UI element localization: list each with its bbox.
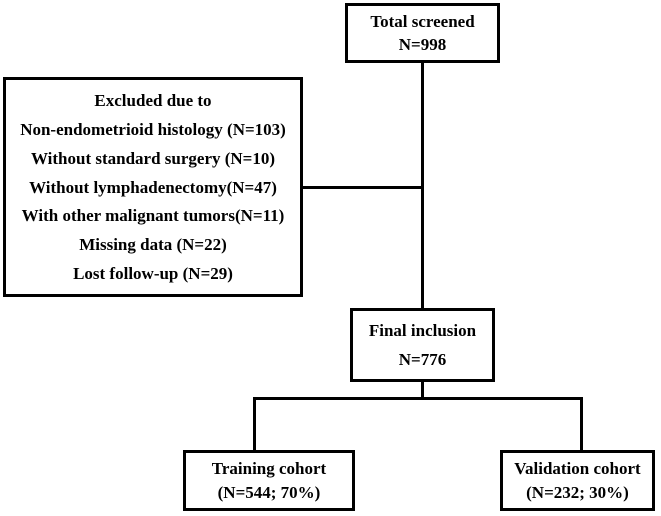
- final-inclusion-box: Final inclusion N=776: [350, 308, 495, 382]
- connector-total-to-final: [421, 63, 424, 308]
- connector-drop-training: [253, 397, 256, 450]
- final-inclusion-count: N=776: [398, 349, 447, 369]
- total-screened-box: Total screened N=998: [345, 3, 500, 63]
- connector-split-horizontal: [253, 397, 583, 400]
- excluded-title: Excluded due to: [94, 90, 212, 110]
- connector-excluded-branch: [303, 186, 423, 189]
- connector-final-to-split: [421, 382, 424, 400]
- training-cohort-box: Training cohort (N=544; 70%): [183, 450, 355, 511]
- excluded-item: Missing data (N=22): [79, 235, 227, 255]
- excluded-item: Non-endometrioid histology (N=103): [20, 119, 286, 139]
- excluded-box: Excluded due to Non-endometrioid histolo…: [3, 77, 303, 297]
- training-cohort-count: (N=544; 70%): [217, 483, 321, 502]
- training-cohort-title: Training cohort: [211, 459, 327, 478]
- total-screened-title: Total screened: [370, 11, 475, 31]
- excluded-item: Without lymphadenectomy(N=47): [29, 177, 277, 197]
- excluded-item: Without standard surgery (N=10): [30, 148, 276, 168]
- excluded-item: With other malignant tumors(N=11): [21, 206, 285, 226]
- final-inclusion-title: Final inclusion: [368, 321, 477, 341]
- total-screened-count: N=998: [398, 35, 447, 55]
- connector-drop-validation: [580, 397, 583, 450]
- validation-cohort-count: (N=232; 30%): [526, 483, 629, 502]
- excluded-item: Lost follow-up (N=29): [73, 264, 233, 284]
- validation-cohort-title: Validation cohort: [514, 459, 641, 478]
- validation-cohort-box: Validation cohort (N=232; 30%): [500, 450, 655, 511]
